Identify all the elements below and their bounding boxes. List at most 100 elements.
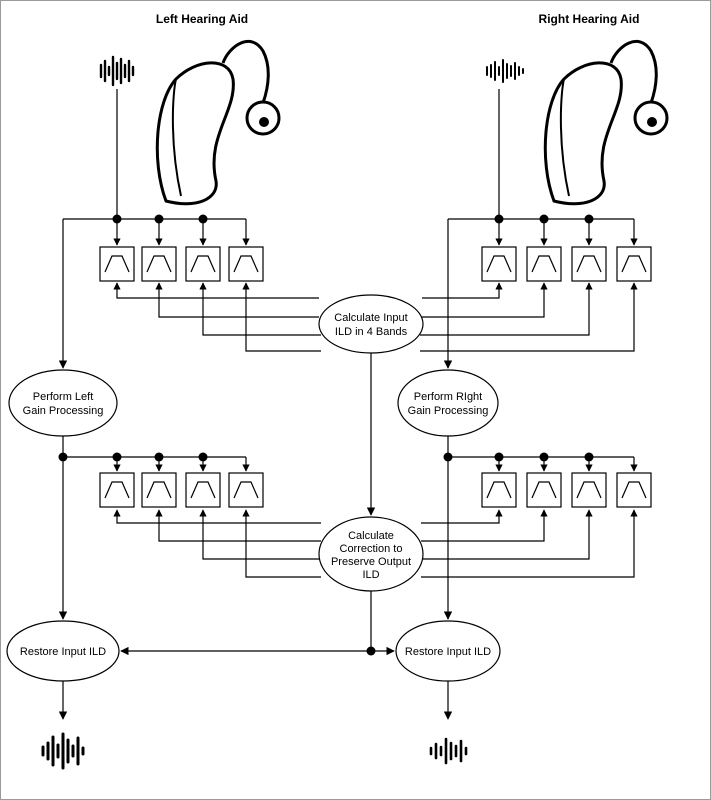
right-ild-feedback-4: [420, 282, 638, 352]
left-input-bandpass-filter-icon-2: [141, 246, 177, 282]
calculate-input-ild-line-2: ILD in 4 Bands: [335, 326, 408, 338]
bandpass-curve: [233, 255, 259, 273]
left-input-junction-3: [198, 214, 208, 224]
bandpass-curve: [486, 255, 512, 273]
filter-box: [99, 472, 135, 508]
bandpass-curve: [104, 255, 130, 273]
bandpass-curve: [576, 255, 602, 273]
right-output-bandpass-filter-icon-3: [571, 472, 607, 508]
calculate-input-ild-node: [318, 294, 424, 354]
right-output-bandpass-filter-icon-2: [526, 472, 562, 508]
left-gain-processing-node: [8, 369, 118, 437]
bandpass-curve: [104, 481, 130, 499]
left-output-bandpass-filter-icon-1: [99, 472, 135, 508]
filter-box: [141, 246, 177, 282]
right-input-bandpass-filter-icon-3: [571, 246, 607, 282]
bandpass-curve: [233, 481, 259, 499]
bandpass-curve: [190, 255, 216, 273]
right-input-junction-2: [539, 214, 549, 224]
left-ild-feedback-3: [199, 282, 321, 336]
left-gain-processing-line-1: Perform Left: [33, 391, 94, 403]
filter-box: [526, 246, 562, 282]
filter-box: [481, 246, 517, 282]
left-hearing-aid-icon: [155, 39, 281, 206]
right-ild-feedback-1: [422, 282, 503, 299]
right-ild-feedback-2: [422, 282, 548, 318]
right-input-bandpass-filter-icon-2: [526, 246, 562, 282]
calculate-correction-line-3: Preserve Output: [331, 556, 411, 568]
right-output-junction-3: [584, 452, 594, 462]
calculate-correction-line-4: ILD: [362, 569, 379, 581]
bandpass-curve: [576, 481, 602, 499]
filter-box: [616, 472, 652, 508]
right-output-bandpass-filter-icon-1: [481, 472, 517, 508]
right-input-sound-wave-icon: [486, 59, 524, 83]
left-input-junction-2: [154, 214, 164, 224]
left-output-junction-1: [112, 452, 122, 462]
right-input-junction-3: [584, 214, 594, 224]
left-output-bandpass-filter-icon-2: [141, 472, 177, 508]
filter-box: [571, 472, 607, 508]
restore-right-ild-label: Restore Input ILD: [405, 646, 491, 658]
filter-box: [99, 246, 135, 282]
calculate-correction-line-1: Calculate: [348, 530, 394, 542]
left-output-sound-wave-icon: [41, 732, 85, 770]
left-correction-feedback-4: [242, 509, 321, 578]
left-input-sound-wave-icon: [99, 55, 135, 87]
restore-right-ild-node: [395, 620, 501, 682]
left-input-junction-1: [112, 214, 122, 224]
filter-box: [481, 472, 517, 508]
right-output-junction-2: [539, 452, 549, 462]
left-input-bandpass-filter-icon-4: [228, 246, 264, 282]
left-hearing-aid-title: Left Hearing Aid: [156, 12, 248, 26]
left-output-junction-2: [154, 452, 164, 462]
bandpass-curve: [621, 255, 647, 273]
filter-box: [526, 472, 562, 508]
filter-box: [141, 472, 177, 508]
left-correction-feedback-1: [113, 509, 321, 524]
right-input-junction-1: [494, 214, 504, 224]
left-correction-feedback-2: [155, 509, 321, 542]
restore-left-ild-node: [6, 620, 120, 682]
bandpass-filter-banks: [99, 246, 652, 508]
bandpass-curve: [531, 255, 557, 273]
left-ild-feedback-4: [242, 282, 321, 352]
left-correction-feedback-3: [199, 509, 321, 560]
bandpass-curve: [146, 481, 172, 499]
calculate-correction-line-2: Correction to: [340, 543, 403, 555]
left-input-bandpass-filter-icon-3: [185, 246, 221, 282]
left-gain-processing-line-2: Gain Processing: [23, 405, 104, 417]
bandpass-curve: [146, 255, 172, 273]
filter-box: [616, 246, 652, 282]
right-gain-processing-line-2: Gain Processing: [408, 405, 489, 417]
signal-connections: [58, 89, 638, 720]
bandpass-curve: [621, 481, 647, 499]
right-hearing-aid-icon: [543, 39, 669, 206]
left-ild-feedback-1: [113, 282, 319, 299]
right-gain-processing-line-1: Perform RIght: [414, 391, 482, 403]
filter-box: [571, 246, 607, 282]
filter-box: [228, 472, 264, 508]
right-output-junction-1: [494, 452, 504, 462]
right-correction-feedback-4: [421, 509, 638, 578]
filter-box: [185, 246, 221, 282]
right-ild-feedback-3: [420, 282, 593, 336]
calculate-input-ild-line-1: Calculate Input: [334, 312, 407, 324]
left-output-bandpass-filter-icon-3: [185, 472, 221, 508]
left-input-bandpass-filter-icon-1: [99, 246, 135, 282]
filter-box: [228, 246, 264, 282]
right-output-sound-wave-icon: [429, 737, 468, 765]
right-output-bandpass-filter-icon-4: [616, 472, 652, 508]
right-correction-feedback-3: [421, 509, 593, 560]
right-input-bandpass-filter-icon-4: [616, 246, 652, 282]
bandpass-curve: [190, 481, 216, 499]
left-output-bandpass-filter-icon-4: [228, 472, 264, 508]
right-correction-feedback-2: [421, 509, 548, 542]
bandpass-curve: [486, 481, 512, 499]
right-hearing-aid-title: Right Hearing Aid: [539, 12, 640, 26]
filter-box: [185, 472, 221, 508]
restore-left-ild-label: Restore Input ILD: [20, 646, 106, 658]
calculate-correction-node: [318, 516, 424, 592]
